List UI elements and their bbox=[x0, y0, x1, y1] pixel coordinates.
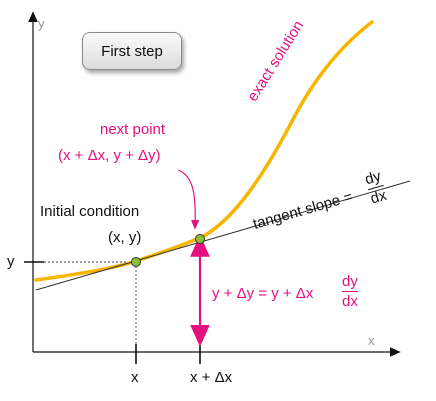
initial-condition-label: Initial condition bbox=[40, 203, 140, 220]
initial-point-label: (x, y) bbox=[108, 229, 142, 246]
x-plus-dx-tick-label: x + Δx bbox=[190, 369, 233, 386]
tangent-line bbox=[35, 180, 411, 291]
y-axis-label: y bbox=[38, 16, 45, 31]
update-fraction-bar bbox=[342, 291, 358, 292]
next-point-title: next point bbox=[100, 121, 166, 138]
next-point bbox=[195, 234, 205, 244]
update-fraction-denominator: dx bbox=[342, 293, 358, 310]
initial-point bbox=[131, 257, 141, 267]
next-point-arrow bbox=[177, 169, 200, 230]
update-equation-text: y + Δy = y + Δx bbox=[212, 285, 314, 302]
x-tick-label: x bbox=[131, 369, 139, 386]
tangent-slope-fraction: dy dx bbox=[363, 168, 389, 208]
y-tick-label: y bbox=[7, 253, 15, 270]
next-point-coords: (x + Δx, y + Δy) bbox=[58, 147, 161, 164]
first-step-button[interactable]: First step bbox=[82, 32, 182, 70]
update-equation-fraction: dy dx bbox=[342, 274, 358, 309]
x-axis-label: x bbox=[368, 333, 375, 348]
fraction-denominator: dx bbox=[368, 186, 389, 208]
update-fraction-numerator: dy bbox=[342, 273, 358, 290]
